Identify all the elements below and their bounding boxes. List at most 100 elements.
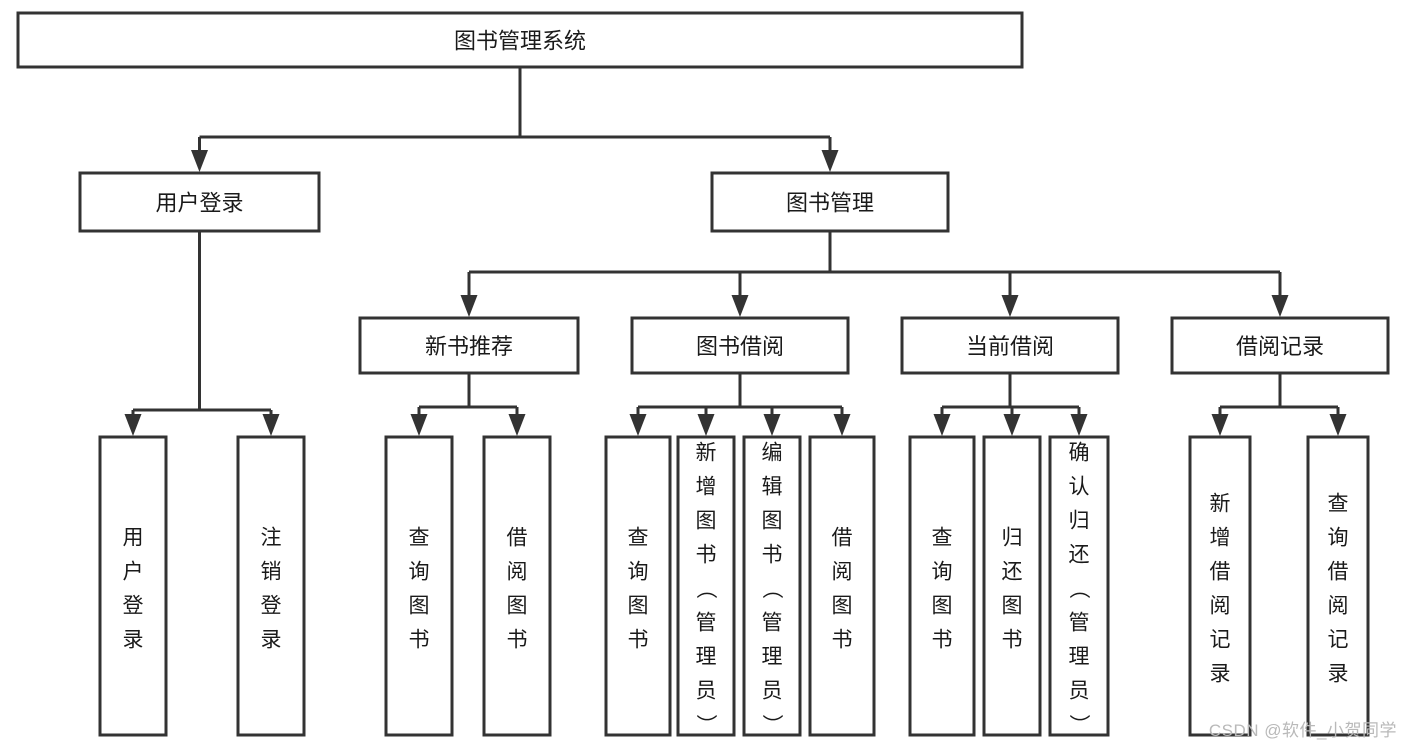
node-l2_1[interactable]: 图书借阅 [630,316,850,375]
node-box [1048,435,1110,737]
node-label-char: 理 [762,646,783,669]
node-label-char: 归 [1002,527,1023,550]
node-label-char: 书 [696,544,717,567]
node-label-char: 阅 [1210,595,1231,618]
node-label-char: ） [1067,714,1090,735]
node-label-char: 借 [507,527,528,550]
node-label-char: 记 [1210,629,1231,652]
node-label-char: 员 [696,680,717,703]
node-box [630,316,850,375]
node-box [358,316,580,375]
node-label-char: 借 [832,527,853,550]
node-root[interactable]: 图书管理系统 [16,11,1024,69]
connector-group [410,373,526,436]
node-box [1170,316,1390,375]
node-label-char: 图 [409,595,430,618]
node-label: 图书管理系统 [454,29,586,54]
node-label: 图书管理 [786,191,874,216]
node-label-char: 登 [123,595,144,618]
node-box [384,435,454,737]
node-layer: 图书管理系统用户登录图书管理新书推荐图书借阅当前借阅借阅记录用户登录注销登录查询… [16,11,1390,737]
node-label-char: 图 [696,510,717,533]
node-label-char: ） [694,714,717,735]
node-label-char: 图 [932,595,953,618]
node-label-char: 录 [261,629,282,652]
node-label-char: 图 [507,595,528,618]
node-label-char: 图 [1002,595,1023,618]
node-label-char: 借 [1328,561,1349,584]
node-box [16,11,1024,69]
node-label: 新书推荐 [425,334,513,359]
node-box [98,435,168,737]
connector-layer [124,67,1347,436]
node-box [676,435,736,737]
connector-group [124,231,280,436]
node-label-char: 图 [628,595,649,618]
node-l2_0[interactable]: 新书推荐 [358,316,580,375]
node-l2_3[interactable]: 借阅记录 [1170,316,1390,375]
node-label-char: 询 [932,561,953,584]
node-label-char: 理 [696,646,717,669]
node-l1_0[interactable]: 用户登录 [78,171,321,233]
node-box [710,171,950,233]
node-box [482,435,552,737]
node-label-char: ） [760,714,783,735]
node-label-char: 书 [832,629,853,652]
node-label-char: 认 [1069,476,1090,499]
node-label-char: 查 [932,527,953,550]
node-label-char: 登 [261,595,282,618]
node-label-char: 图 [832,595,853,618]
node-label-char: 员 [762,680,783,703]
node-label-char: 书 [409,629,430,652]
node-label-char: 书 [628,629,649,652]
node-label-char: 记 [1328,629,1349,652]
node-box [1306,435,1370,737]
node-label-char: 书 [762,544,783,567]
node-label-char: 阅 [1328,595,1349,618]
node-label-char: 新 [696,442,717,465]
node-l1_1[interactable]: 图书管理 [710,171,950,233]
node-label-char: 增 [1210,527,1231,550]
node-label-char: 销 [261,561,282,584]
node-label-char: 用 [123,527,144,550]
node-label-char: 还 [1002,561,1023,584]
node-label-char: 书 [507,629,528,652]
node-label-char: 询 [1328,527,1349,550]
node-label: 图书借阅 [696,334,784,359]
node-l2_2[interactable]: 当前借阅 [900,316,1120,375]
node-label-char: 书 [932,629,953,652]
node-box [808,435,876,737]
node-box [604,435,672,737]
node-label-char: 管 [762,612,783,635]
node-label: 借阅记录 [1236,334,1324,359]
node-label-char: 归 [1069,510,1090,533]
node-label-char: 编 [762,442,783,465]
node-label-char: 理 [1069,646,1090,669]
node-label-char: 辑 [762,476,783,499]
node-label-char: 增 [696,476,717,499]
node-label-char: 图 [762,510,783,533]
node-label-char: 录 [123,629,144,652]
node-box [908,435,976,737]
node-label-char: 注 [261,527,282,550]
node-label-char: （ [1067,578,1090,599]
connector-group [933,373,1088,436]
node-leaf_0[interactable]: 用户登录 [98,435,168,737]
node-label-char: 询 [409,561,430,584]
node-label-char: 查 [409,527,430,550]
node-label-char: 还 [1069,544,1090,567]
